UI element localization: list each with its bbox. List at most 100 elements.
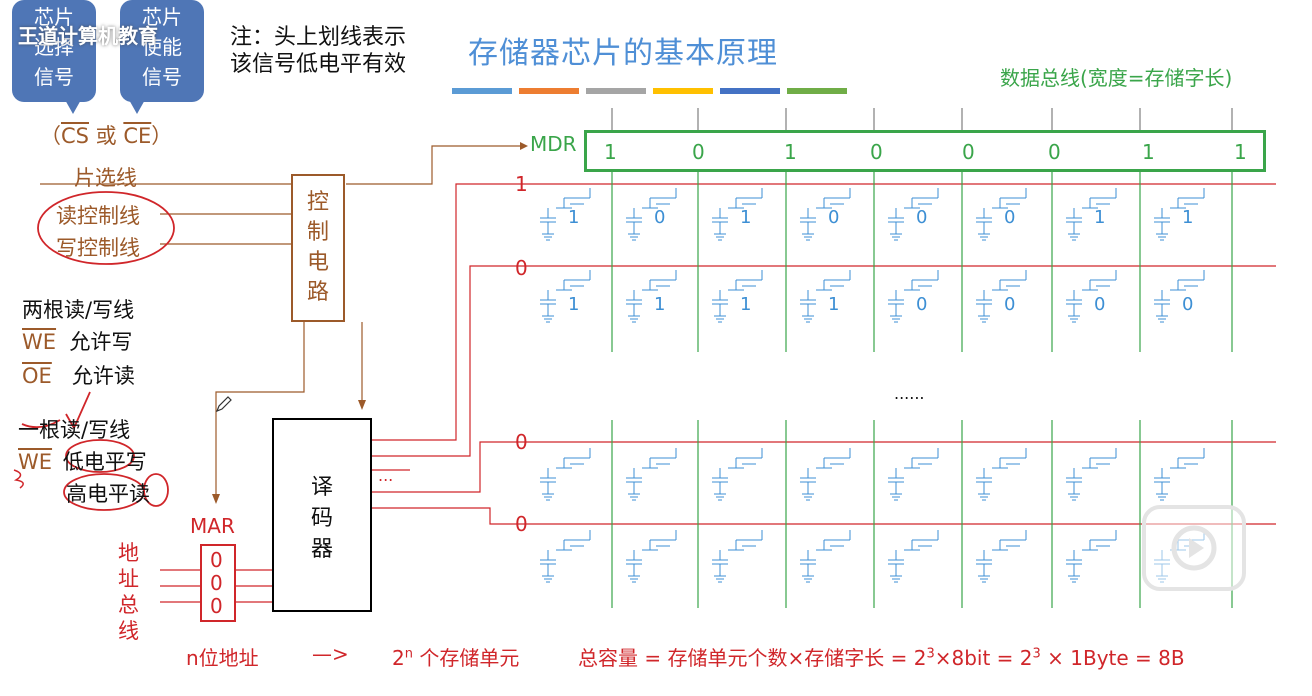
cs-signal: CS [61,124,89,148]
memory-cell [626,188,677,241]
units-exponent: n [404,646,413,662]
decoder-char-3: 器 [310,537,333,562]
mdr-bit: 0 [692,140,705,164]
mar-bit: 0 [210,594,223,618]
one-rw-line-title: 一根读/写线 [18,418,131,442]
decoder-output-ellipsis: ... [378,466,394,485]
chip-enable-callout-tail [128,98,146,114]
watermark: 王道计算机教育 [18,24,158,48]
or-text: 或 [89,124,124,148]
cell-bit: 1 [568,207,580,228]
capacity-exponent-1: 3 [926,646,935,662]
memory-cell [1154,448,1205,501]
address-bus-char: 地 [118,541,139,565]
chip-select-callout-tail [64,98,82,114]
note-line-2: 该信号低电平有效 [230,52,407,77]
memory-cell [712,448,763,501]
memory-cell [712,188,763,241]
memory-cell [800,270,851,323]
capacity-part-c: × 1Byte = 8B [1040,646,1185,670]
oe-allow-read: OE 允许读 [22,360,135,390]
we-desc: 允许写 [69,330,133,354]
word-line-value: 0 [515,256,528,280]
capacity-formula: 总容量 = 存储单元个数×存储字长 = 23×8bit = 23 × 1Byte… [578,642,1185,671]
note-line-1: 注：头上划线表示 [230,25,407,50]
word-line-value: 0 [515,512,528,536]
control-to-mdr-wire [346,145,520,185]
cell-bit: 0 [1004,207,1016,228]
two-rw-lines-title: 两根读/写线 [22,298,135,322]
cell-bit: 1 [740,207,752,228]
play-button[interactable] [1142,505,1246,591]
word-line-value: 0 [515,430,528,454]
memory-cell [976,448,1027,501]
mdr-bit: 0 [870,140,883,164]
mar-register [200,544,236,622]
we-signal: WE [22,330,57,354]
paren-open: （ [40,124,61,148]
we-low-write: WE 低电平写 [18,446,147,476]
memory-cell [1154,188,1205,241]
memory-cell [626,270,677,323]
control-to-decoder-arrowhead [358,400,366,410]
chip-select-line-label: 片选线 [74,166,137,190]
mdr-bit: 0 [962,140,975,164]
memory-cell [1066,530,1117,583]
address-bus-char: 线 [118,619,139,643]
storage-units-text: 2n 个存储单元 [392,642,519,671]
memory-cell [800,448,851,501]
memory-cell [540,270,591,323]
n-bit-address: n位地址 [186,646,259,670]
cell-bit: 0 [916,294,928,315]
oe-desc: 允许读 [71,364,135,388]
legend-bar [720,88,780,94]
page-title: 存储器芯片的基本原理 [468,36,778,71]
decoder-char-2: 码 [310,506,333,531]
oe-signal: OE [22,364,52,388]
control-to-mar-arrowhead [212,494,220,504]
memory-cell [800,530,851,583]
cell-bit: 0 [916,207,928,228]
cell-bit: 0 [1182,294,1194,315]
we-signal-single: WE [18,450,53,474]
mar-bit: 0 [210,548,223,572]
ce-signal: CE [123,124,152,148]
legend-bar [787,88,847,94]
memory-cell [1066,448,1117,501]
memory-cell [626,530,677,583]
word-line-0 [372,183,1276,441]
annotation-circle-low [65,439,135,473]
word-line-1 [372,265,1276,457]
units-text: 个存储单元 [412,646,520,670]
play-icon [1171,525,1217,571]
address-bus-label: 地 址 总 线 [118,540,142,644]
mdr-bit: 1 [784,140,797,164]
memory-cell [888,448,939,501]
cell-bit: 1 [740,294,752,315]
chip-enable-callout: 芯片使能信号 [120,0,204,102]
memory-cell [976,270,1027,323]
rows-ellipsis: ...... [894,384,925,403]
overline-note: 注：头上划线表示 该信号低电平有效 [230,24,406,78]
pen-icon [215,396,232,413]
annotation-circle-rw-lines [37,191,175,265]
we-allow-write: WE 允许写 [22,326,132,356]
mdr-bit: 1 [1142,140,1155,164]
control-circuit-char-1: 控 [306,190,329,215]
annotation-squiggle [13,469,24,489]
cell-bit: 1 [568,294,580,315]
control-circuit-char-4: 路 [306,280,329,305]
chip-enable-callout-text: 芯片使能信号 [142,5,182,89]
control-circuit-char-2: 制 [306,220,329,245]
paren-close: ） [151,124,173,148]
memory-cell [888,530,939,583]
chip-select-callout-text: 芯片选择信号 [34,5,74,89]
memory-cell [626,448,677,501]
word-line-2 [372,441,1276,493]
data-bus-label: 数据总线(宽度=存储字长) [1000,66,1233,90]
mdr-label: MDR [530,132,577,156]
memory-cell [712,270,763,323]
legend-bar [519,88,579,94]
mar-bit: 0 [210,571,223,595]
